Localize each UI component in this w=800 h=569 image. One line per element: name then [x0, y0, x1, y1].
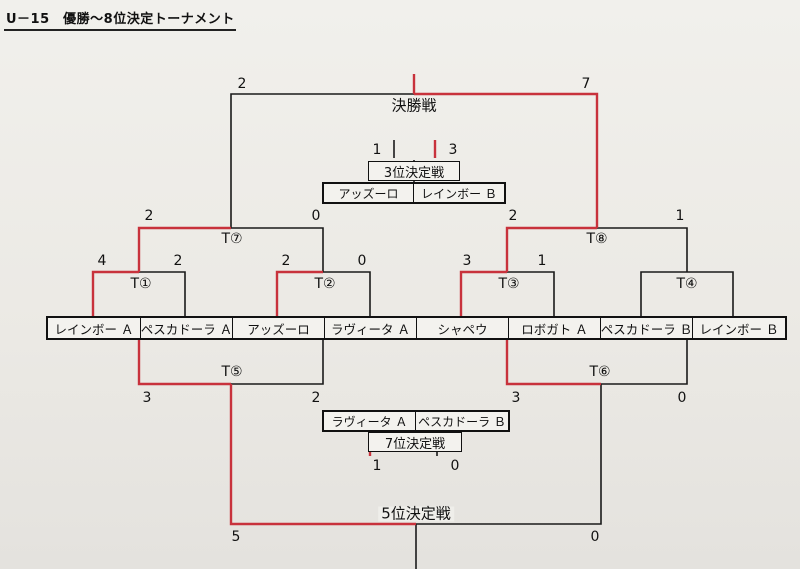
page-title: U－15 優勝～8位決定トーナメント	[6, 12, 235, 27]
t5-line-right	[231, 340, 324, 385]
fifth-line-right	[416, 384, 602, 525]
t7-line-right	[231, 227, 324, 272]
third-team-right: レインボー Ｂ	[421, 186, 497, 201]
t7-line-left	[137, 226, 231, 272]
seventh-pair: ラヴィータ Ａ ペスカドーラ Ｂ	[322, 410, 510, 432]
t3-line-left	[459, 270, 507, 318]
seventh-team-left: ラヴィータ Ａ	[324, 412, 416, 430]
final-label: 決勝戦	[388, 98, 440, 114]
t3-score-left: 3	[462, 253, 472, 269]
t8-line-right	[597, 227, 688, 272]
fifth-line-left	[229, 384, 416, 526]
team-2: ペスカドーラ Ａ	[141, 318, 233, 338]
t2-score-left: 2	[281, 253, 291, 269]
team-4: ラヴィータ Ａ	[325, 318, 417, 338]
seventh-team-right: ペスカドーラ Ｂ	[418, 414, 506, 429]
t2-label: T②	[314, 276, 336, 292]
t4-line-right	[687, 271, 734, 318]
t5-label: T⑤	[221, 364, 243, 380]
t5-line-left	[137, 340, 231, 386]
t6-label: T⑥	[589, 364, 611, 380]
team-6: ロボガト Ａ	[509, 318, 601, 338]
third-team-left: アッズーロ	[324, 184, 414, 202]
t1-line-right	[139, 271, 186, 318]
seventh-score-left: 1	[372, 458, 382, 474]
team-5: シャペウ	[417, 318, 509, 338]
t6-score-left: 3	[511, 390, 521, 406]
t1-score-left: 4	[97, 253, 107, 269]
seventh-score-right: 0	[450, 458, 460, 474]
third-label: 3位決定戦	[368, 161, 460, 181]
team-row: レインボー Ａ ペスカドーラ Ａ アッズーロ ラヴィータ Ａ シャペウ ロボガト…	[46, 316, 787, 340]
t8-label: T⑧	[586, 231, 608, 247]
third-score-right: 3	[448, 142, 458, 158]
final-line-left	[230, 93, 414, 228]
final-score-left: 2	[237, 76, 247, 92]
t7-score-left: 2	[144, 208, 154, 224]
final-line-right	[414, 92, 599, 228]
final-score-right: 7	[581, 76, 591, 92]
title-underline	[4, 29, 236, 31]
t8-score-left: 2	[508, 208, 518, 224]
seventh-label: 7位決定戦	[368, 432, 462, 452]
fifth-score-left: 5	[231, 529, 241, 545]
t1-label: T①	[130, 276, 152, 292]
fifth-label: 5位決定戦	[378, 506, 454, 522]
t7-score-right: 0	[311, 208, 321, 224]
t5-score-left: 3	[142, 390, 152, 406]
t2-line-left	[275, 270, 323, 318]
third-score-left: 1	[372, 142, 382, 158]
t2-score-right: 0	[357, 253, 367, 269]
fifth-score-right: 0	[590, 529, 600, 545]
team-8: レインボー Ｂ	[699, 321, 779, 337]
t6-line-left	[505, 340, 601, 386]
t8-score-right: 1	[675, 208, 685, 224]
t4-line-left	[640, 271, 687, 318]
t6-score-right: 0	[677, 390, 687, 406]
t8-line-left	[505, 226, 597, 272]
third-pair: アッズーロ レインボー Ｂ	[322, 182, 506, 204]
team-1: レインボー Ａ	[48, 318, 141, 338]
t1-score-right: 2	[173, 253, 183, 269]
team-7: ペスカドーラ Ｂ	[601, 318, 693, 338]
t5-score-right: 2	[311, 390, 321, 406]
t2-line-right	[323, 271, 371, 318]
t4-label: T④	[676, 276, 698, 292]
t3-label: T③	[498, 276, 520, 292]
t6-line-right	[601, 340, 688, 385]
t3-score-right: 1	[537, 253, 547, 269]
t3-line-right	[507, 271, 555, 318]
t7-label: T⑦	[221, 231, 243, 247]
team-3: アッズーロ	[233, 318, 325, 338]
t1-line-left	[91, 270, 139, 318]
